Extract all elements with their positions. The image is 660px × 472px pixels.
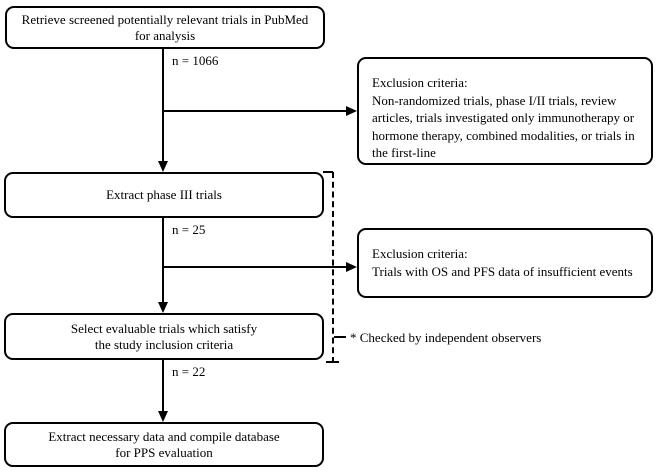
down-arrow-icon: [158, 411, 168, 422]
box-extract-phase3-trials: Extract phase III trials: [4, 172, 324, 218]
down-arrow-icon: [158, 302, 168, 313]
box-line: Extract necessary data and compile datab…: [48, 428, 280, 444]
dashed-bracket-note-tick: [334, 336, 346, 338]
count-label-n1066: n = 1066: [172, 53, 219, 68]
right-arrow-icon: [346, 262, 357, 272]
right-arrow-icon: [346, 106, 357, 116]
count-label-n25: n = 25: [172, 222, 206, 237]
down-arrow-icon: [158, 161, 168, 172]
connector-phase3-to-select: [162, 218, 164, 303]
box-line: Retrieve screened potentially relevant t…: [21, 11, 309, 27]
exclusion-line: Non-randomized trials, phase I/II trials…: [372, 92, 617, 108]
box-line: for analysis: [134, 27, 196, 43]
checked-by-observers-note: * Checked by independent observers: [350, 330, 542, 345]
dashed-bracket-bottom-cap: [326, 361, 339, 363]
box-line: for PPS evaluation: [115, 444, 213, 460]
box-compile-database: Extract necessary data and compile datab…: [4, 422, 324, 467]
exclusion-line: articles, trials investigated only immun…: [372, 110, 635, 125]
exclusion-line: hormone therapy, combined modalities, or…: [372, 127, 635, 143]
connector-to-exclusion-2: [162, 266, 347, 268]
connector-retrieve-to-phase3: [162, 48, 164, 162]
exclusion-line: Trials with OS and PFS data of insuffici…: [372, 263, 633, 279]
box-exclusion-criteria-1: Exclusion criteria: Non-randomized trial…: [357, 57, 653, 165]
count-label-n22: n = 22: [172, 364, 206, 379]
dashed-bracket-line: [332, 172, 334, 363]
box-exclusion-criteria-2: Exclusion criteria: Trials with OS and P…: [357, 228, 653, 298]
box-retrieve-trials: Retrieve screened potentially relevant t…: [5, 6, 325, 49]
dashed-bracket-top-cap: [323, 171, 333, 173]
box-select-evaluable-trials: Select evaluable trials which satisfy th…: [4, 313, 324, 360]
connector-select-to-compile: [162, 360, 164, 412]
box-line: Extract phase III trials: [106, 187, 222, 202]
box-line: Select evaluable trials which satisfy: [70, 320, 258, 336]
box-line: the study inclusion criteria: [94, 336, 234, 352]
exclusion-title: Exclusion criteria:: [372, 75, 468, 90]
exclusion-line: the first-line: [372, 145, 436, 160]
exclusion-title: Exclusion criteria:: [372, 246, 468, 261]
connector-to-exclusion-1: [162, 110, 347, 112]
